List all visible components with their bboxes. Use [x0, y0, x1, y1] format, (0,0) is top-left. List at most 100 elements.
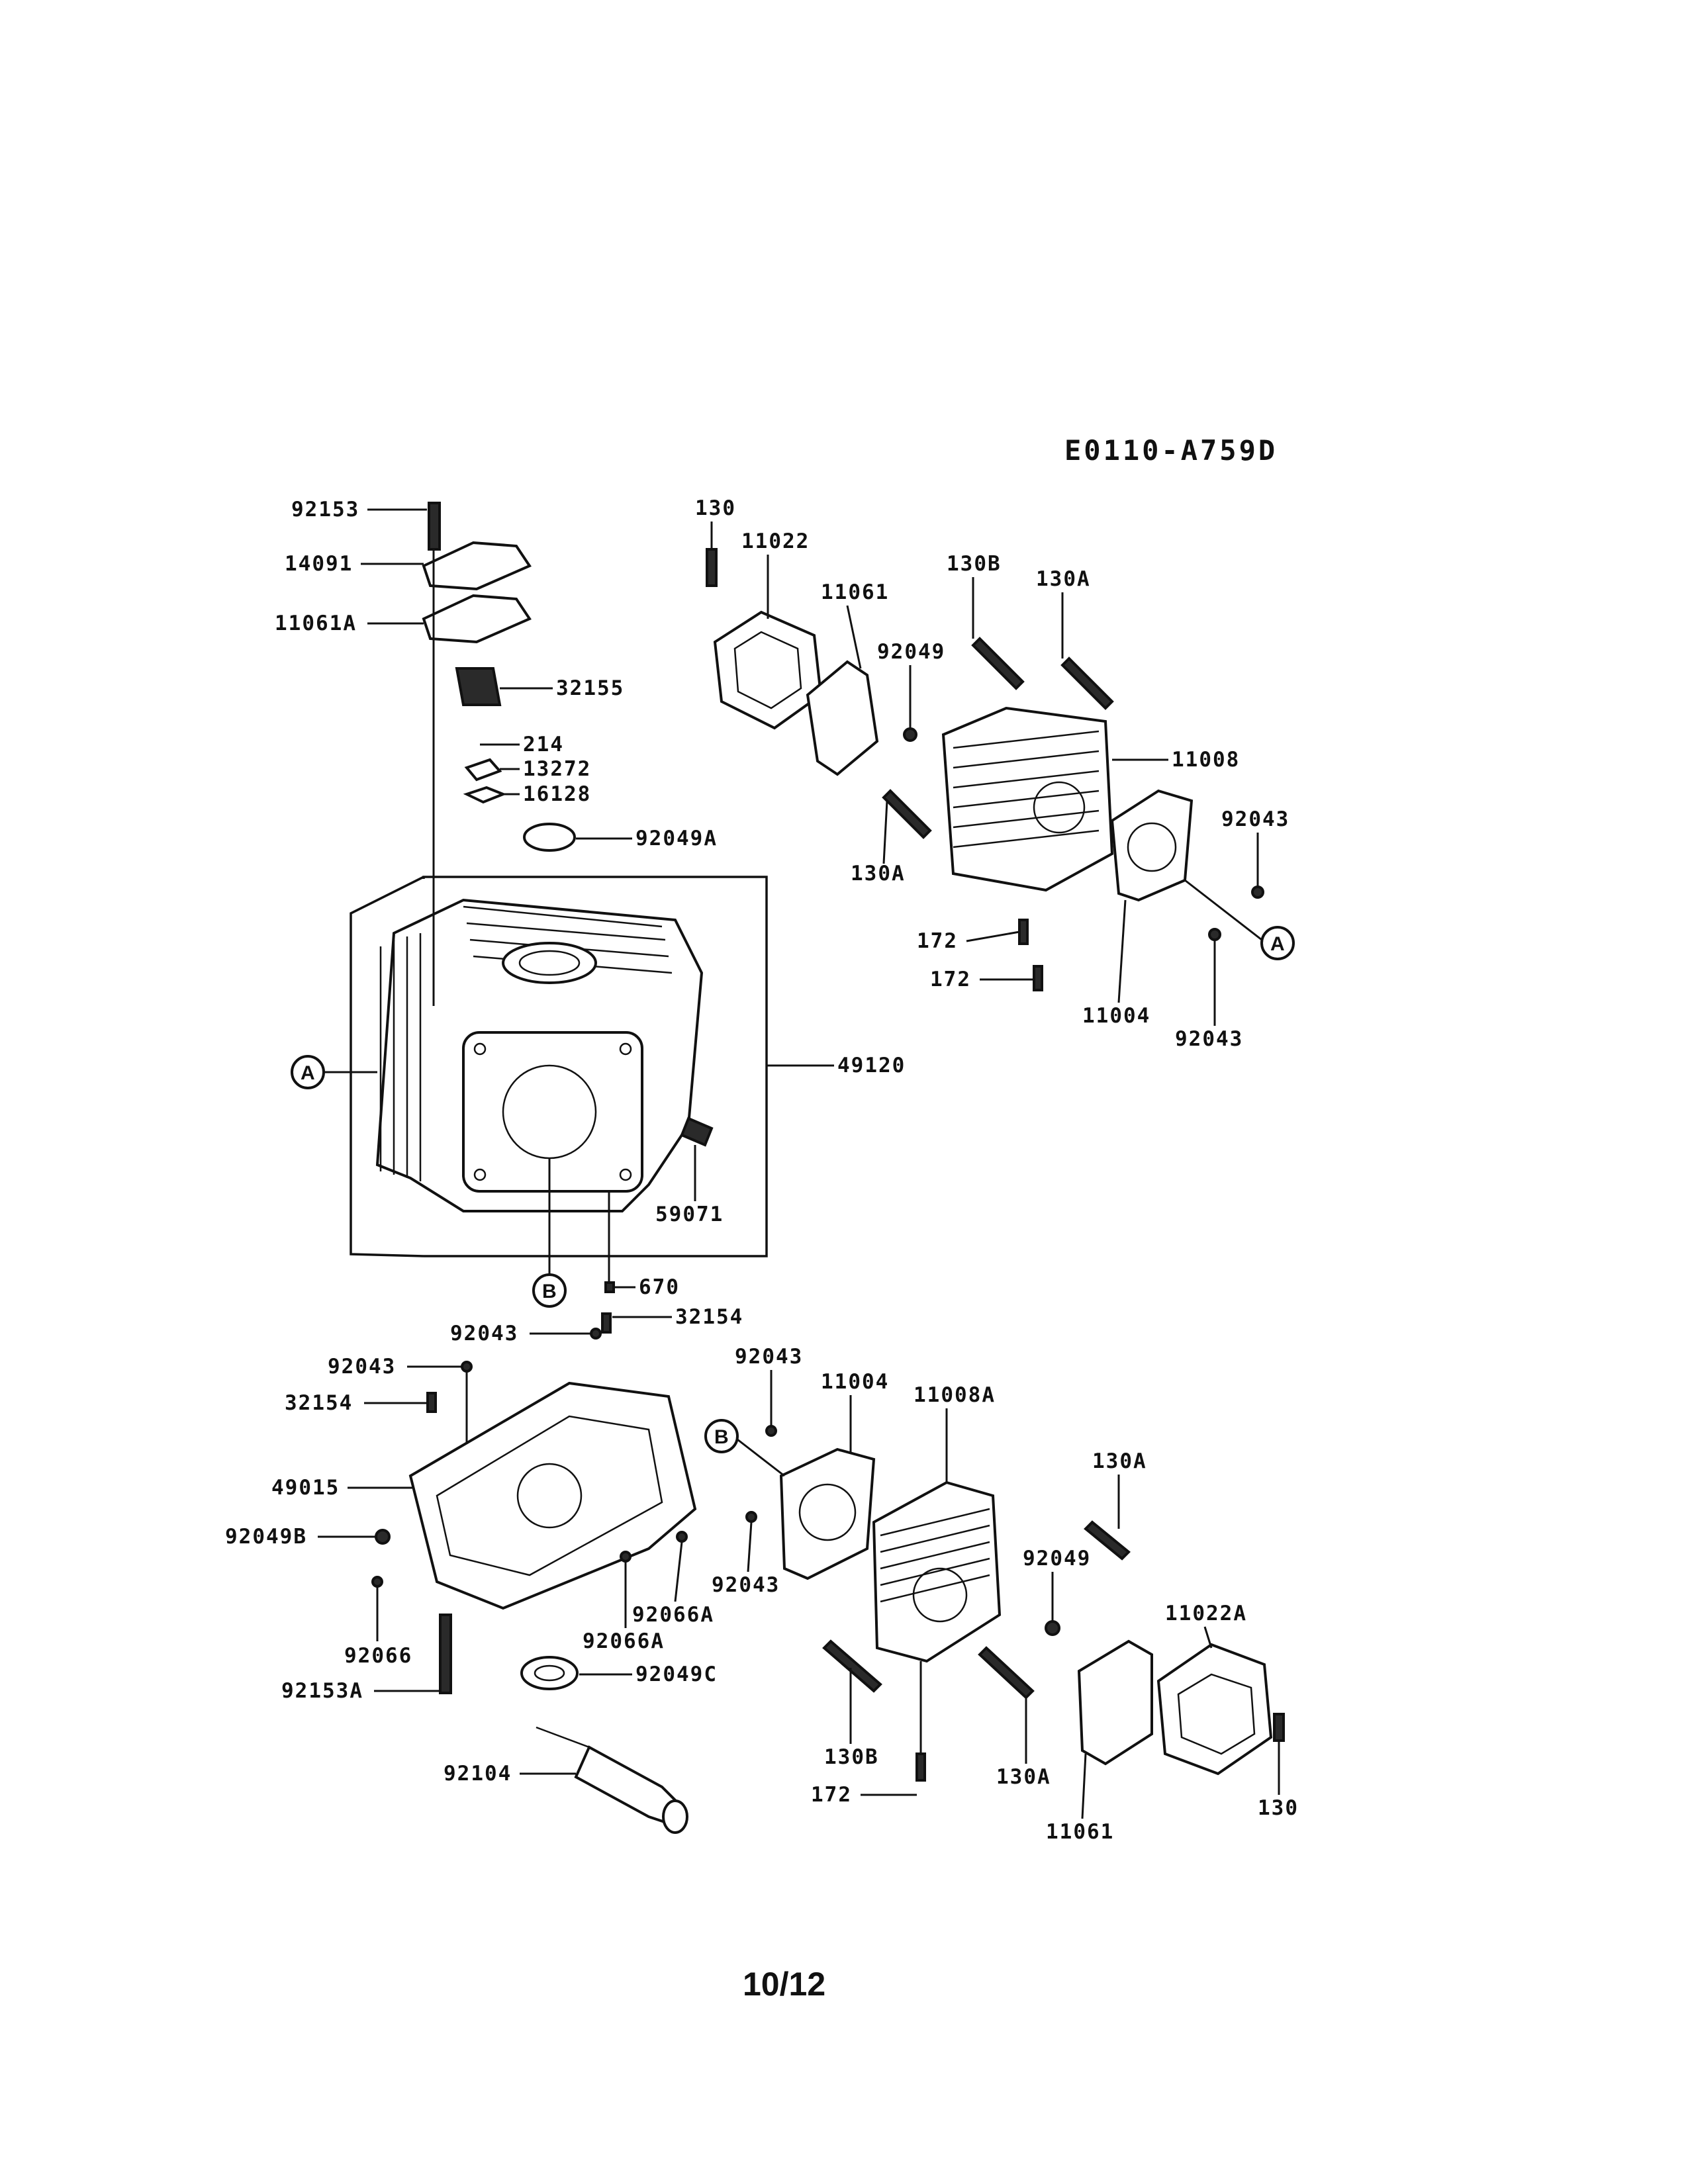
- bolt-92153-part: [428, 502, 441, 551]
- cover-14091-part: [422, 541, 532, 591]
- washer-92049-bot-part: [1045, 1620, 1060, 1636]
- part-label: 11022A: [1165, 1602, 1247, 1625]
- bolt-130A-bot2-part: [978, 1646, 1035, 1700]
- part-label: 92049: [877, 640, 945, 664]
- part-label: 32154: [285, 1391, 353, 1415]
- part-label: 214: [523, 733, 564, 756]
- part-label: 92153A: [281, 1679, 363, 1703]
- valve-13272-part: [464, 758, 502, 782]
- part-label: 11061: [1046, 1820, 1114, 1844]
- cylinder-head-upper: [706, 548, 1194, 991]
- dowel-32154-c2-part: [426, 1392, 437, 1413]
- part-label: 172: [917, 929, 958, 953]
- part-label: 11008: [1172, 748, 1240, 772]
- part-label: 59071: [655, 1203, 724, 1226]
- callout-a-right: A: [1184, 879, 1295, 960]
- part-label: 92066A: [583, 1629, 665, 1653]
- part-label: 92049B: [225, 1525, 307, 1549]
- bolt-130A-top-part: [1060, 657, 1114, 710]
- crankcase-cover-49015-part: [408, 1381, 697, 1610]
- part-label: 92066A: [632, 1603, 714, 1627]
- part-label: 130A: [996, 1765, 1051, 1789]
- part-label: 130B: [824, 1745, 879, 1769]
- part-label: 11004: [821, 1370, 889, 1394]
- bolt-130B-bot-part: [822, 1639, 882, 1693]
- part-label: 130B: [947, 552, 1002, 576]
- cylinder-top-bore: [502, 942, 597, 984]
- bolt-130-part: [706, 548, 718, 587]
- part-label: 32154: [675, 1305, 743, 1329]
- part-label: 92043: [450, 1322, 518, 1345]
- part-label: 11004: [1082, 1004, 1150, 1028]
- pin-172-c-part: [915, 1752, 926, 1782]
- part-label: 49120: [837, 1054, 906, 1077]
- callout-a-left: A: [291, 1055, 377, 1089]
- part-label: 172: [930, 968, 971, 991]
- bolt-130-lower-part: [1273, 1713, 1285, 1742]
- gasket-11061-part: [806, 660, 879, 776]
- assembly-bracket-49120: [350, 876, 768, 1257]
- part-label: 130: [1258, 1796, 1299, 1820]
- part-label: 92043: [328, 1355, 396, 1379]
- part-label: 92049: [1023, 1547, 1091, 1570]
- bolt-130B-top-part: [971, 637, 1025, 690]
- gasket-11004-lower-part: [779, 1447, 876, 1580]
- svg-text:A: A: [301, 1062, 315, 1084]
- svg-text:B: B: [714, 1426, 729, 1448]
- part-label: 92066: [344, 1644, 412, 1668]
- part-label: 11022: [741, 529, 810, 553]
- part-label: 32155: [556, 676, 624, 700]
- gasket-11061A-part: [422, 594, 532, 644]
- crankcase-mounting-face: [462, 1031, 643, 1193]
- callout-b-left: B: [532, 1158, 567, 1308]
- part-label: 130A: [851, 862, 906, 886]
- cylinder-block-assembly: [350, 876, 768, 1257]
- dowel-32154-c1-part: [601, 1312, 612, 1334]
- part-label: 92043: [1175, 1027, 1243, 1051]
- part-label: 670: [639, 1275, 680, 1299]
- part-label: 92043: [735, 1345, 803, 1369]
- diagram-code: E0110-A759D: [1064, 434, 1278, 467]
- svg-text:A: A: [1270, 933, 1285, 955]
- part-label: 92049A: [635, 827, 718, 850]
- part-label: 92153: [291, 498, 359, 522]
- part-label: 11008A: [914, 1383, 996, 1407]
- part-label: 92049C: [635, 1662, 718, 1686]
- gasket-11004-part: [1110, 789, 1194, 902]
- part-label: 14091: [285, 552, 353, 576]
- part-label: 11061: [821, 580, 889, 604]
- svg-text:B: B: [542, 1281, 557, 1302]
- page-number: 10/12: [743, 1966, 825, 2003]
- pin-172-b-part: [1033, 965, 1043, 991]
- oil-seal-92049C-part: [520, 1656, 579, 1690]
- part-label: 130A: [1036, 567, 1091, 591]
- seal-92049A-part: [523, 823, 576, 852]
- bolt-130A-left-part: [882, 789, 932, 839]
- part-label: 11061A: [275, 612, 357, 635]
- part-label: 13272: [523, 757, 591, 781]
- crankcase-cover-assembly: [408, 1312, 697, 1834]
- part-label: 92043: [1221, 807, 1289, 831]
- plate-16128-part: [463, 786, 507, 804]
- breather-parts: [422, 502, 576, 1006]
- bolt-92153A-part: [439, 1614, 452, 1694]
- cylinder-head-lower: [779, 1447, 1285, 1782]
- part-label: 92104: [444, 1762, 512, 1786]
- filter-32155-part: [455, 667, 502, 706]
- part-label: 172: [811, 1783, 852, 1807]
- bolt-130A-bot1-part: [1084, 1520, 1131, 1561]
- callout-b-right: B: [704, 1419, 785, 1477]
- part-label: 130: [695, 496, 736, 520]
- part-label: 92043: [712, 1573, 780, 1597]
- plug-59071-part: [680, 1116, 714, 1147]
- rocker-cover-11022-part: [713, 610, 823, 730]
- rocker-cover-11022A-part: [1156, 1643, 1273, 1776]
- pin-172-a-part: [1018, 919, 1029, 945]
- cooling-fins: [379, 905, 673, 1181]
- part-label: 130A: [1092, 1449, 1147, 1473]
- gasket-11061-lower-part: [1077, 1639, 1153, 1766]
- part-label: 16128: [523, 782, 591, 806]
- part-label: 49015: [271, 1476, 340, 1500]
